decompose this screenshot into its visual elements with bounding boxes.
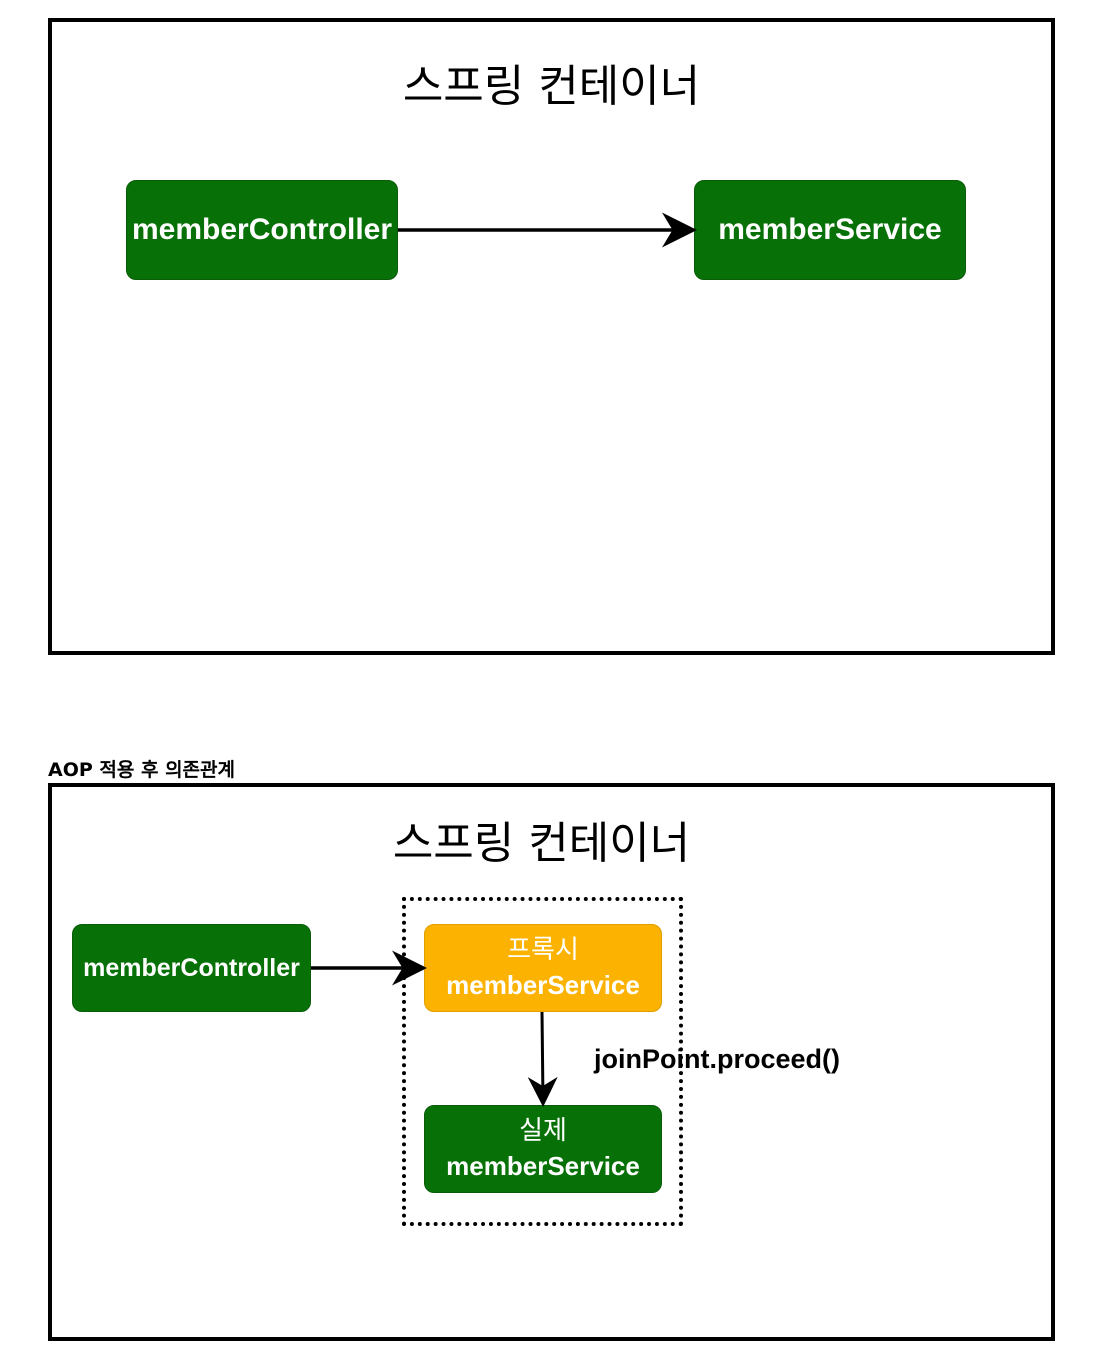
proceed-label: joinPoint.proceed()	[594, 1044, 840, 1074]
proxy-boundary	[402, 897, 683, 1226]
real-label: 실제	[519, 1115, 567, 1146]
container-title: 스프링 컨테이너	[392, 818, 691, 869]
real-member-service-node: 실제 memberService	[424, 1105, 662, 1193]
section-label: AOP 적용 후 의존관계	[48, 759, 235, 781]
container-title: 스프링 컨테이너	[402, 61, 701, 112]
spring-container-before: 스프링 컨테이너	[48, 18, 1055, 655]
proxy-service-label: memberService	[446, 970, 640, 1000]
member-controller-label: memberController	[83, 953, 300, 982]
proxy-label: 프록시	[507, 934, 579, 965]
proxy-member-service-node: 프록시 memberService	[424, 924, 662, 1012]
member-controller-label: memberController	[131, 213, 393, 246]
member-service-node: memberService	[694, 180, 966, 280]
member-controller-node: memberController	[126, 180, 398, 280]
member-service-label: memberService	[718, 213, 942, 246]
spring-container-after: 스프링 컨테이너	[48, 783, 1055, 1341]
real-service-label: memberService	[446, 1151, 640, 1181]
member-controller-node: memberController	[72, 924, 311, 1012]
